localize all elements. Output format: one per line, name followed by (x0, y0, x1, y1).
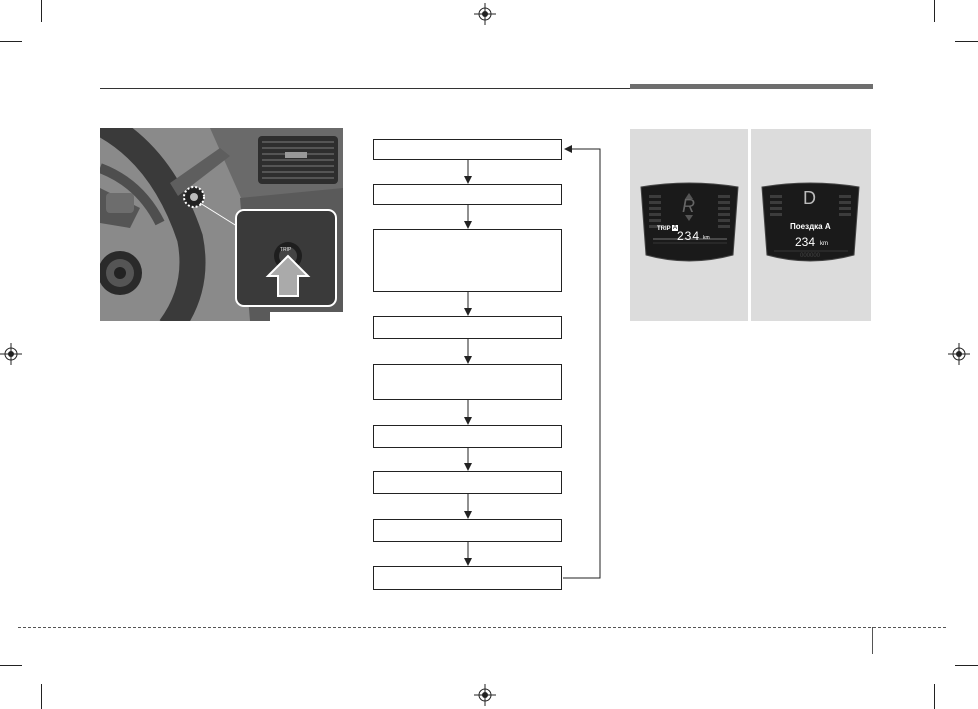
crop-mark-bottom-left-v (41, 684, 42, 709)
crop-mark-top-left-v (41, 0, 42, 22)
panel-divider (748, 129, 751, 321)
footer-tick (872, 627, 873, 654)
odometer-b: 000000 (800, 253, 821, 259)
registration-mark-left (0, 343, 22, 365)
registration-mark-top (474, 3, 496, 25)
flow-step-8 (373, 519, 562, 542)
trip-unit-a: km (703, 235, 710, 241)
trip-button-label: TRIP (280, 247, 292, 253)
registration-mark-right (948, 343, 970, 365)
trip-label-a: TRIP (657, 226, 671, 232)
trip-unit-b: km (820, 241, 828, 247)
gear-indicator-a: R (682, 196, 695, 216)
cluster-display-b: D Поездка A 234 km 000000 (760, 181, 861, 265)
steering-wheel-photo: TRIP (100, 128, 343, 321)
header-accent-bar (630, 84, 873, 89)
crop-mark-bottom-right-v (934, 684, 935, 709)
crop-mark-top-left-h (0, 41, 22, 42)
crop-mark-top-right-v (934, 0, 935, 22)
flow-step-2 (373, 184, 562, 205)
flow-step-5 (373, 364, 562, 400)
crop-mark-bottom-right-h (955, 665, 978, 666)
crop-mark-bottom-left-h (0, 665, 22, 666)
flow-step-7 (373, 471, 562, 494)
trip-mode-a: A (672, 225, 679, 231)
flow-step-9 (373, 566, 562, 590)
header-rule (100, 88, 630, 89)
crop-mark-top-right-h (955, 41, 978, 42)
flow-step-1 (373, 139, 562, 160)
flow-step-6 (373, 425, 562, 448)
trip-label-b: Поездка A (790, 222, 831, 231)
footer-dashed-rule (18, 627, 946, 628)
trip-distance-a: 234 (677, 229, 701, 243)
trip-distance-b: 234 (795, 235, 816, 249)
cluster-display-a: R TRIP A 234 km (639, 181, 740, 265)
flow-step-4 (373, 316, 562, 339)
flow-step-3 (373, 229, 562, 292)
registration-mark-bottom (474, 684, 496, 706)
gear-indicator-b: D (803, 188, 816, 208)
